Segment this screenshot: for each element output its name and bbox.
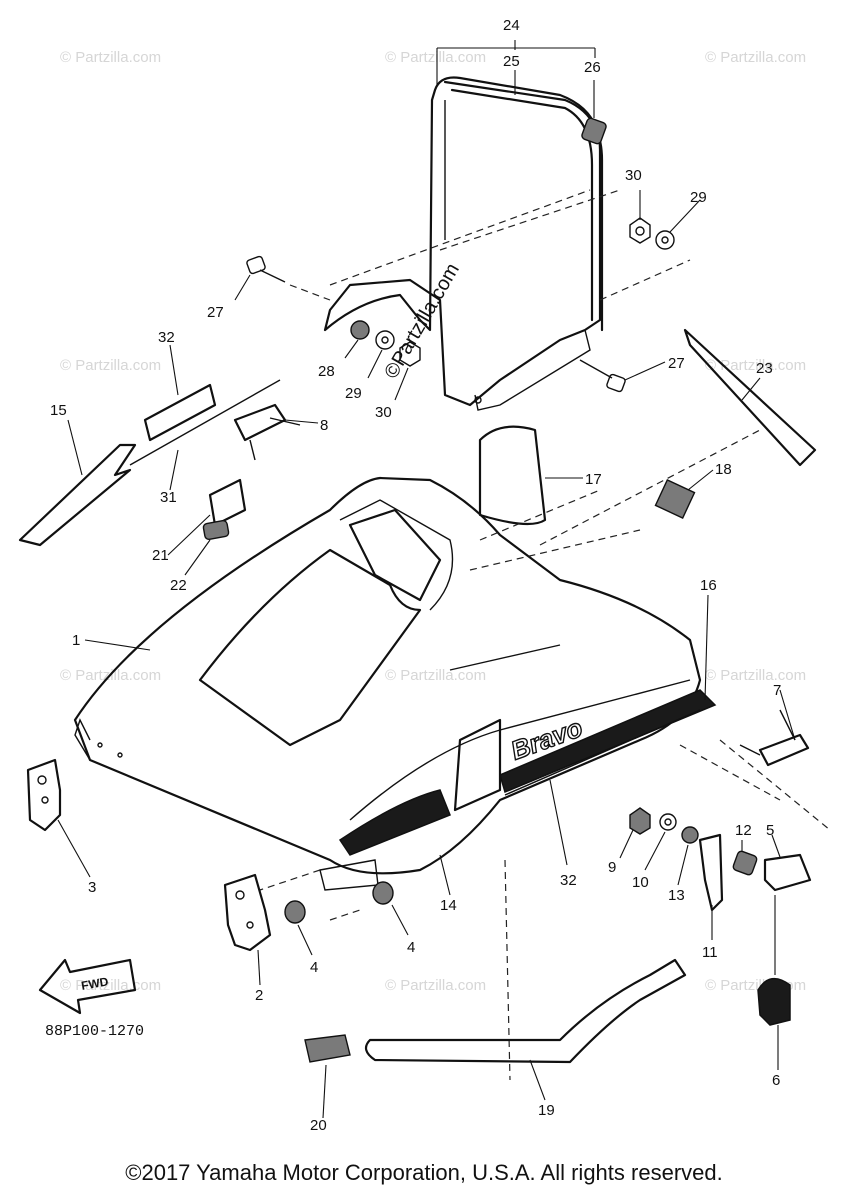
callout-label: 29 — [345, 385, 362, 402]
grommets-4 — [284, 881, 394, 924]
watermark: © Partzilla.com — [385, 977, 486, 994]
watermark: © Partzilla.com — [60, 49, 161, 66]
watermark: © Partzilla.com — [705, 977, 806, 994]
callout-label: 2 — [255, 987, 263, 1004]
grommet-26 — [581, 117, 607, 145]
callout-label: 12 — [735, 822, 752, 839]
callout-label: 25 — [503, 53, 520, 70]
callout-label: 23 — [756, 360, 773, 377]
watermark: © Partzilla.com — [705, 49, 806, 66]
parts-21-22 — [202, 478, 247, 541]
callout-label: 20 — [310, 1117, 327, 1134]
catch-5 — [763, 853, 812, 892]
callout-label: 14 — [440, 897, 457, 914]
leader-lines — [57, 40, 796, 1119]
bracket-8 — [233, 403, 301, 461]
trim-19 — [364, 958, 687, 1064]
watermark: © Partzilla.com — [60, 357, 161, 374]
callout-label: 9 — [608, 859, 616, 876]
callout-label: 16 — [700, 577, 717, 594]
callout-label: 4 — [407, 939, 415, 956]
diagram-reference-code: 88P100-1270 — [45, 1023, 144, 1040]
callout-label: 6 — [772, 1072, 780, 1089]
watermark: © Partzilla.com — [385, 667, 486, 684]
callout-label: 30 — [625, 167, 642, 184]
side-decals-left — [18, 379, 281, 547]
pad-20 — [304, 1034, 351, 1063]
callout-label: 30 — [375, 404, 392, 421]
pin-7 — [739, 709, 810, 767]
watermark: © Partzilla.com — [60, 977, 161, 994]
callout-label: 8 — [320, 417, 328, 434]
callout-label: 17 — [585, 471, 602, 488]
watermark: © Partzilla.com — [705, 667, 806, 684]
bolt-27-left — [246, 255, 331, 301]
knob-6 — [757, 977, 791, 1026]
callout-label: 5 — [766, 822, 774, 839]
callout-label: 4 — [310, 959, 318, 976]
callout-label: 7 — [773, 682, 781, 699]
hood-1 — [73, 476, 717, 891]
callout-label: 3 — [88, 879, 96, 896]
callout-label: 28 — [318, 363, 335, 380]
callout-label: 32 — [560, 872, 577, 889]
center-watermark: ©Partzilla.com — [380, 260, 464, 383]
latch-hardware — [629, 807, 699, 844]
callout-label: 27 — [668, 355, 685, 372]
callout-label: 24 — [503, 17, 520, 34]
hardware-center — [350, 320, 421, 367]
callout-label: 10 — [632, 874, 649, 891]
callout-label: 26 — [584, 59, 601, 76]
seal-17 — [478, 425, 547, 526]
bolt-27-right — [579, 359, 626, 393]
watermark: © Partzilla.com — [385, 49, 486, 66]
windshield-assembly — [323, 76, 621, 411]
fwd-label: FWD — [80, 974, 110, 993]
callout-label: 22 — [170, 577, 187, 594]
callout-label: 18 — [715, 461, 732, 478]
latch-arm-11 — [698, 833, 724, 912]
hinge-2 — [223, 873, 272, 952]
gasket-18 — [654, 479, 696, 519]
callout-label: 13 — [668, 887, 685, 904]
callout-labels: 1 2 3 4 4 5 6 7 8 9 10 11 12 13 14 15 16… — [50, 17, 781, 1134]
collar-12 — [732, 850, 758, 876]
copyright-notice: ©2017 Yamaha Motor Corporation, U.S.A. A… — [125, 1160, 723, 1185]
callout-label: 27 — [207, 304, 224, 321]
fwd-arrow-icon: FWD — [38, 958, 137, 1015]
callout-label: 21 — [152, 547, 169, 564]
callout-label: 31 — [160, 489, 177, 506]
hardware-right — [599, 217, 691, 301]
strip-23 — [683, 328, 817, 467]
callout-label: 29 — [690, 189, 707, 206]
watermark: © Partzilla.com — [705, 357, 806, 374]
callout-label: 15 — [50, 402, 67, 419]
callout-label: 1 — [72, 632, 80, 649]
callout-label: 32 — [158, 329, 175, 346]
callout-label: 11 — [702, 944, 718, 961]
callout-label: 19 — [538, 1102, 555, 1119]
hinge-3 — [26, 758, 62, 832]
